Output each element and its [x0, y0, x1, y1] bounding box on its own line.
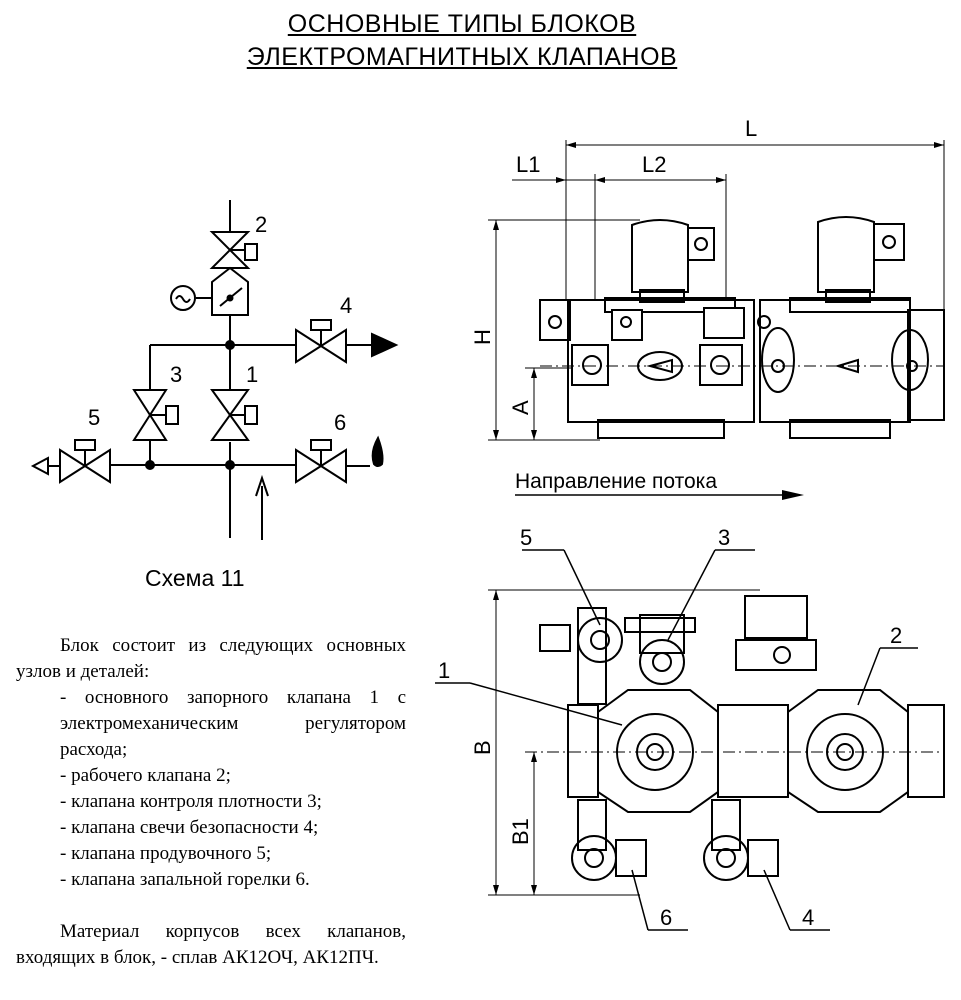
scheme-label-5: 5 [88, 405, 100, 430]
flow-arrow-head [782, 490, 804, 500]
scheme-label-3: 3 [170, 362, 182, 387]
valve-6-symbol [295, 439, 347, 484]
callout-1: 1 [438, 658, 450, 683]
top-labels: 5 3 1 2 6 4 B B1 [438, 525, 902, 930]
description-item: - клапана продувочного 5; [60, 843, 272, 864]
description-item: - клапана контроля плотности 3; [60, 791, 322, 812]
front-dim-labels: L L1 L2 H A [470, 116, 757, 415]
dim-H: H [470, 329, 495, 345]
title-line-2: ЭЛЕКТРОМАГНИТНЫХ КЛАПАНОВ [246, 43, 678, 71]
scheme-caption: Схема 11 [145, 565, 245, 591]
description: Блок состоит из следующих основных узлов… [16, 633, 406, 971]
callout-5: 5 [520, 525, 532, 550]
dim-B: B [470, 740, 495, 755]
flow-direction-label: Направление потока [515, 470, 718, 493]
description-item: - рабочего клапана 2; [60, 765, 231, 786]
valve-1-symbol [210, 389, 258, 441]
regulator-box [170, 266, 249, 316]
description-material: Материал корпусов всех клапанов, входящи… [16, 921, 406, 968]
valve-5-symbol [59, 439, 111, 484]
valve-4-symbol [295, 319, 347, 364]
valve-3-symbol [132, 389, 179, 441]
scheme-11 [30, 200, 399, 540]
dim-A: A [508, 400, 533, 415]
front-view [488, 140, 945, 441]
callout-6: 6 [660, 905, 672, 930]
dim-L1: L1 [516, 152, 540, 177]
scheme-label-2: 2 [255, 212, 267, 237]
dim-L: L [745, 116, 757, 141]
callout-2: 2 [890, 623, 902, 648]
scheme-label-6: 6 [334, 410, 346, 435]
scheme-labels: 2 4 3 1 5 6 [88, 212, 352, 435]
description-item: - клапана запальной горелки 6. [60, 869, 310, 890]
valve-2-symbol [209, 231, 258, 269]
title-line-1: ОСНОВНЫЕ ТИПЫ БЛОКОВ [287, 10, 637, 38]
dim-B1: B1 [508, 818, 533, 845]
callout-leaders [435, 549, 918, 931]
description-item: - клапана свечи безопасности 4; [60, 817, 319, 838]
dim-L2: L2 [642, 152, 666, 177]
top-view [488, 589, 945, 896]
callout-4: 4 [802, 905, 814, 930]
scheme-label-1: 1 [246, 362, 258, 387]
callout-3: 3 [718, 525, 730, 550]
description-item: - основного запорного клапана 1 с электр… [60, 687, 406, 760]
description-intro: Блок состоит из следующих основных узлов… [16, 635, 406, 682]
scheme-label-4: 4 [340, 293, 352, 318]
